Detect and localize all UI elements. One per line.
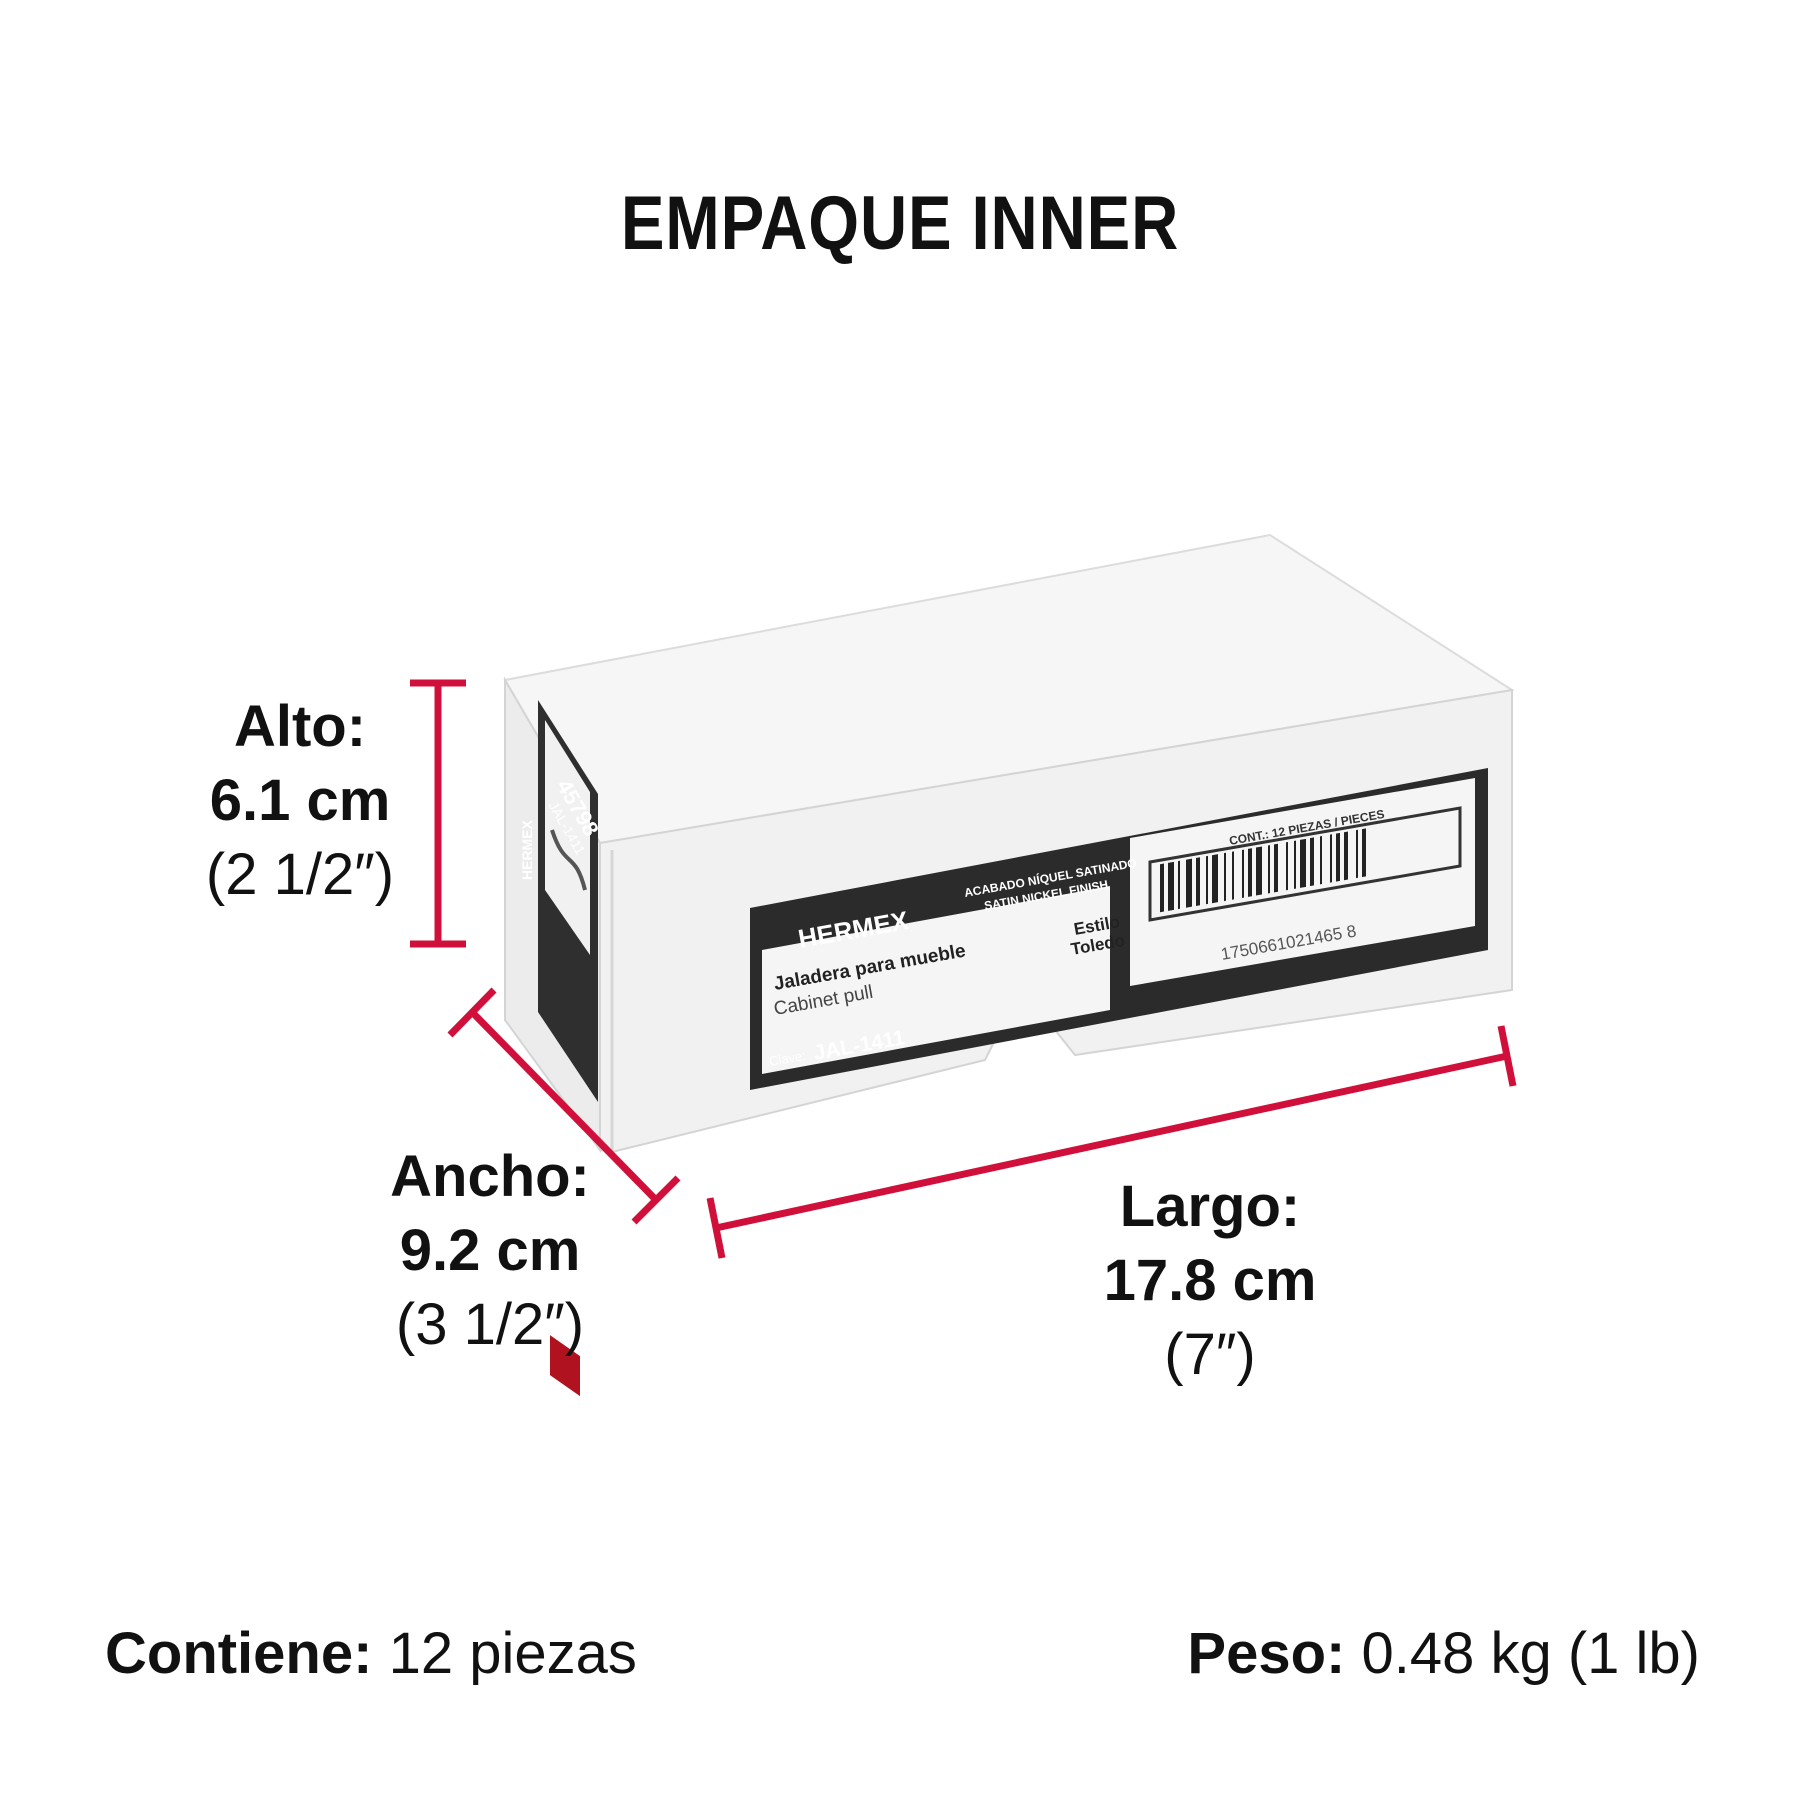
contiene-value: 12 piezas bbox=[388, 1621, 637, 1686]
barcode-bar bbox=[1232, 851, 1234, 900]
ancho-metric: 9.2 cm bbox=[399, 1218, 581, 1283]
weight-info: Peso: 0.48 kg (1 lb) bbox=[1187, 1620, 1700, 1687]
barcode-frame bbox=[1148, 806, 1462, 922]
barcode-bar bbox=[1186, 858, 1192, 908]
barcode-bar bbox=[1310, 837, 1314, 887]
barcode-bar bbox=[1178, 860, 1180, 910]
box-label-product-panel bbox=[762, 886, 1110, 1074]
barcode-bar bbox=[1336, 832, 1340, 882]
contents-info: Contiene: 12 piezas bbox=[105, 1620, 637, 1687]
barcode-bar bbox=[1362, 828, 1366, 878]
barcode-bar bbox=[1274, 843, 1278, 893]
barcode-bar bbox=[1286, 841, 1288, 891]
largo-label: Largo: 17.8 cm (7″) bbox=[1060, 1170, 1360, 1392]
barcode-bar bbox=[1242, 849, 1244, 898]
barcode-bar bbox=[1344, 831, 1348, 881]
alto-label: Alto: 6.1 cm (2 1/2″) bbox=[165, 690, 435, 912]
barcode-bar bbox=[1330, 834, 1332, 883]
largo-title: Largo: bbox=[1119, 1174, 1301, 1239]
largo-metric: 17.8 cm bbox=[1103, 1248, 1317, 1313]
barcode-bar bbox=[1256, 846, 1262, 896]
contiene-label: Contiene: bbox=[105, 1621, 373, 1686]
peso-value: 0.48 kg (1 lb) bbox=[1361, 1621, 1700, 1686]
page-title: EMPAQUE INNER bbox=[620, 181, 1180, 266]
barcode-bar bbox=[1248, 848, 1252, 897]
box-clave-label: Clave: bbox=[768, 1048, 807, 1069]
side-label-white bbox=[545, 720, 590, 955]
alto-dimension-line bbox=[410, 679, 466, 948]
alto-title: Alto: bbox=[233, 694, 367, 759]
barcode-bar bbox=[1168, 861, 1174, 911]
barcode-bar bbox=[1224, 852, 1226, 902]
peso-label: Peso: bbox=[1187, 1621, 1346, 1686]
barcode-bar bbox=[1300, 838, 1306, 888]
largo-dimension-line bbox=[706, 1025, 1517, 1259]
barcode-bar bbox=[1206, 855, 1208, 905]
barcode-bar bbox=[1160, 863, 1164, 913]
barcode-bar bbox=[1294, 840, 1296, 889]
alto-metric: 6.1 cm bbox=[209, 768, 391, 833]
ancho-dimension-line bbox=[447, 987, 681, 1225]
alto-imperial: (2 1/2″) bbox=[205, 842, 395, 907]
ancho-title: Ancho: bbox=[390, 1144, 590, 1209]
barcode-bar bbox=[1212, 854, 1218, 904]
barcode-bar bbox=[1356, 829, 1358, 879]
side-brand: HERMEX bbox=[519, 819, 535, 880]
largo-imperial: (7″) bbox=[1164, 1322, 1256, 1387]
barcode-bar bbox=[1320, 836, 1322, 885]
barcode-bar bbox=[1196, 857, 1200, 906]
barcode bbox=[1160, 828, 1366, 913]
side-red-mark bbox=[550, 1335, 580, 1397]
barcode-bar bbox=[1268, 845, 1270, 894]
ancho-label: Ancho: 9.2 cm (3 1/2″) bbox=[340, 1140, 640, 1362]
ancho-imperial: (3 1/2″) bbox=[395, 1292, 585, 1357]
cabinet-pull-icon bbox=[550, 829, 587, 891]
